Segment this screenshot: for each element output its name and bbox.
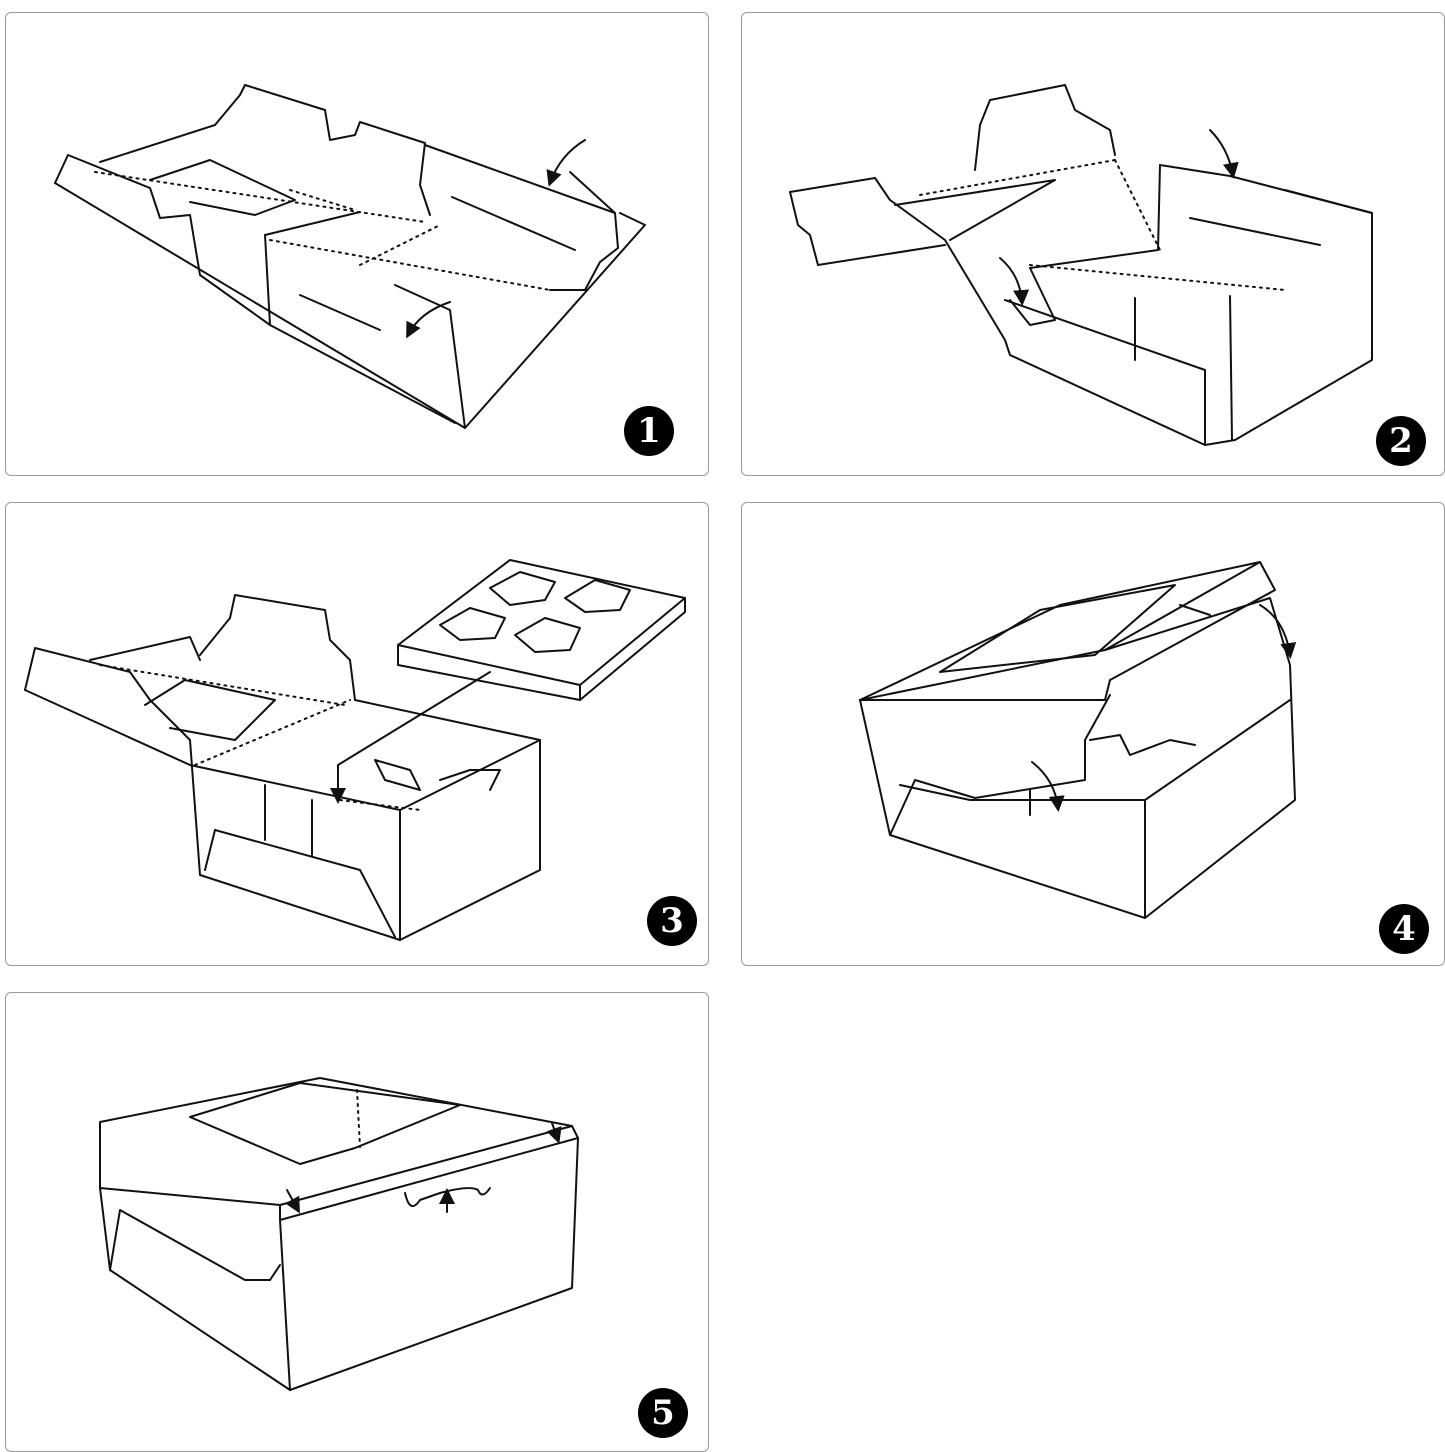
- step-2-panel: 2: [741, 12, 1445, 476]
- step-4-panel: 4: [741, 502, 1445, 966]
- step-5-panel: 5: [5, 992, 709, 1452]
- step-1-panel: 1: [5, 12, 709, 476]
- step-3-panel: 3: [5, 502, 709, 966]
- step-5-badge: 5: [638, 1388, 688, 1438]
- step-2-badge: 2: [1376, 416, 1426, 466]
- step-3-badge: 3: [647, 896, 697, 946]
- step-4-badge: 4: [1379, 904, 1429, 954]
- step-1-badge: 1: [624, 406, 674, 456]
